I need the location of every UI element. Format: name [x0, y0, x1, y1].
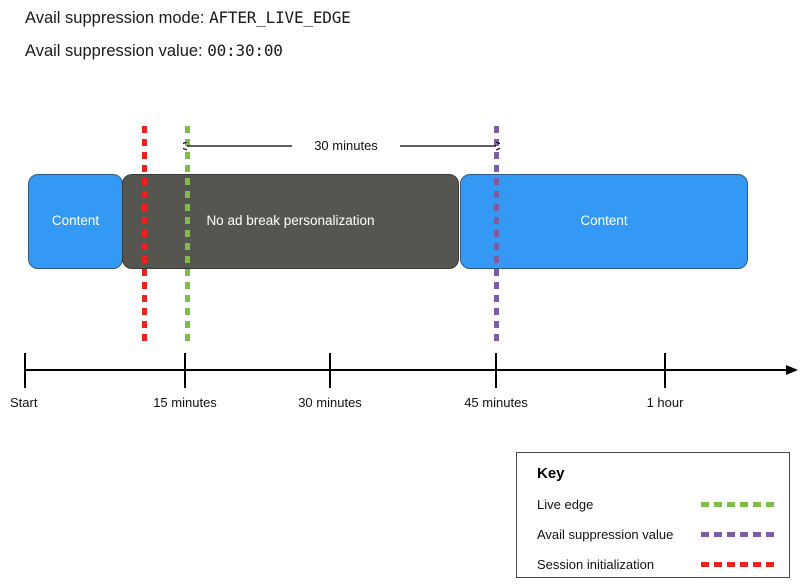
- no-ad-break-personalization-box: No ad break personalization: [122, 174, 459, 269]
- legend-item-live-edge: Live edge: [537, 495, 775, 513]
- timeline-axis: [24, 353, 798, 388]
- legend-swatch-avail-suppression-value-icon: [701, 531, 775, 537]
- axis-tick-label-1-hour: 1 hour: [646, 395, 684, 410]
- axis-tick-label-start: Start: [10, 395, 38, 410]
- content-box-right: Content: [460, 174, 748, 269]
- legend-panel: Key Live edge Avail suppression value Se…: [516, 452, 790, 578]
- legend-swatch-session-initialization-icon: [701, 561, 775, 567]
- avail-suppression-mode-line: Avail suppression mode: AFTER_LIVE_EDGE: [25, 10, 351, 27]
- avail-suppression-mode-value: AFTER_LIVE_EDGE: [209, 8, 351, 27]
- avail-suppression-value-marker-line: [494, 126, 499, 342]
- legend-title: Key: [537, 465, 565, 482]
- legend-item-session-initialization: Session initialization: [537, 555, 775, 573]
- span-duration-label: 30 minutes: [292, 137, 400, 154]
- axis-tick-label-45-minutes: 45 minutes: [464, 395, 528, 410]
- avail-suppression-value-label: Avail suppression value:: [25, 42, 203, 60]
- legend-item-label: Session initialization: [537, 556, 655, 572]
- content-box-left: Content: [28, 174, 123, 269]
- legend-item-avail-suppression-value: Avail suppression value: [537, 525, 775, 543]
- session-initialization-marker-line: [142, 126, 147, 342]
- live-edge-marker-line: [185, 126, 190, 342]
- avail-suppression-mode-label: Avail suppression mode:: [25, 9, 205, 27]
- legend-item-label: Live edge: [537, 496, 594, 512]
- avail-suppression-value-value: 00:30:00: [207, 41, 283, 60]
- legend-swatch-live-edge-icon: [701, 501, 775, 507]
- axis-tick-label-15-minutes: 15 minutes: [153, 395, 217, 410]
- avail-suppression-value-line: Avail suppression value: 00:30:00: [25, 43, 283, 60]
- legend-item-label: Avail suppression value: [537, 526, 674, 542]
- axis-tick-label-30-minutes: 30 minutes: [298, 395, 362, 410]
